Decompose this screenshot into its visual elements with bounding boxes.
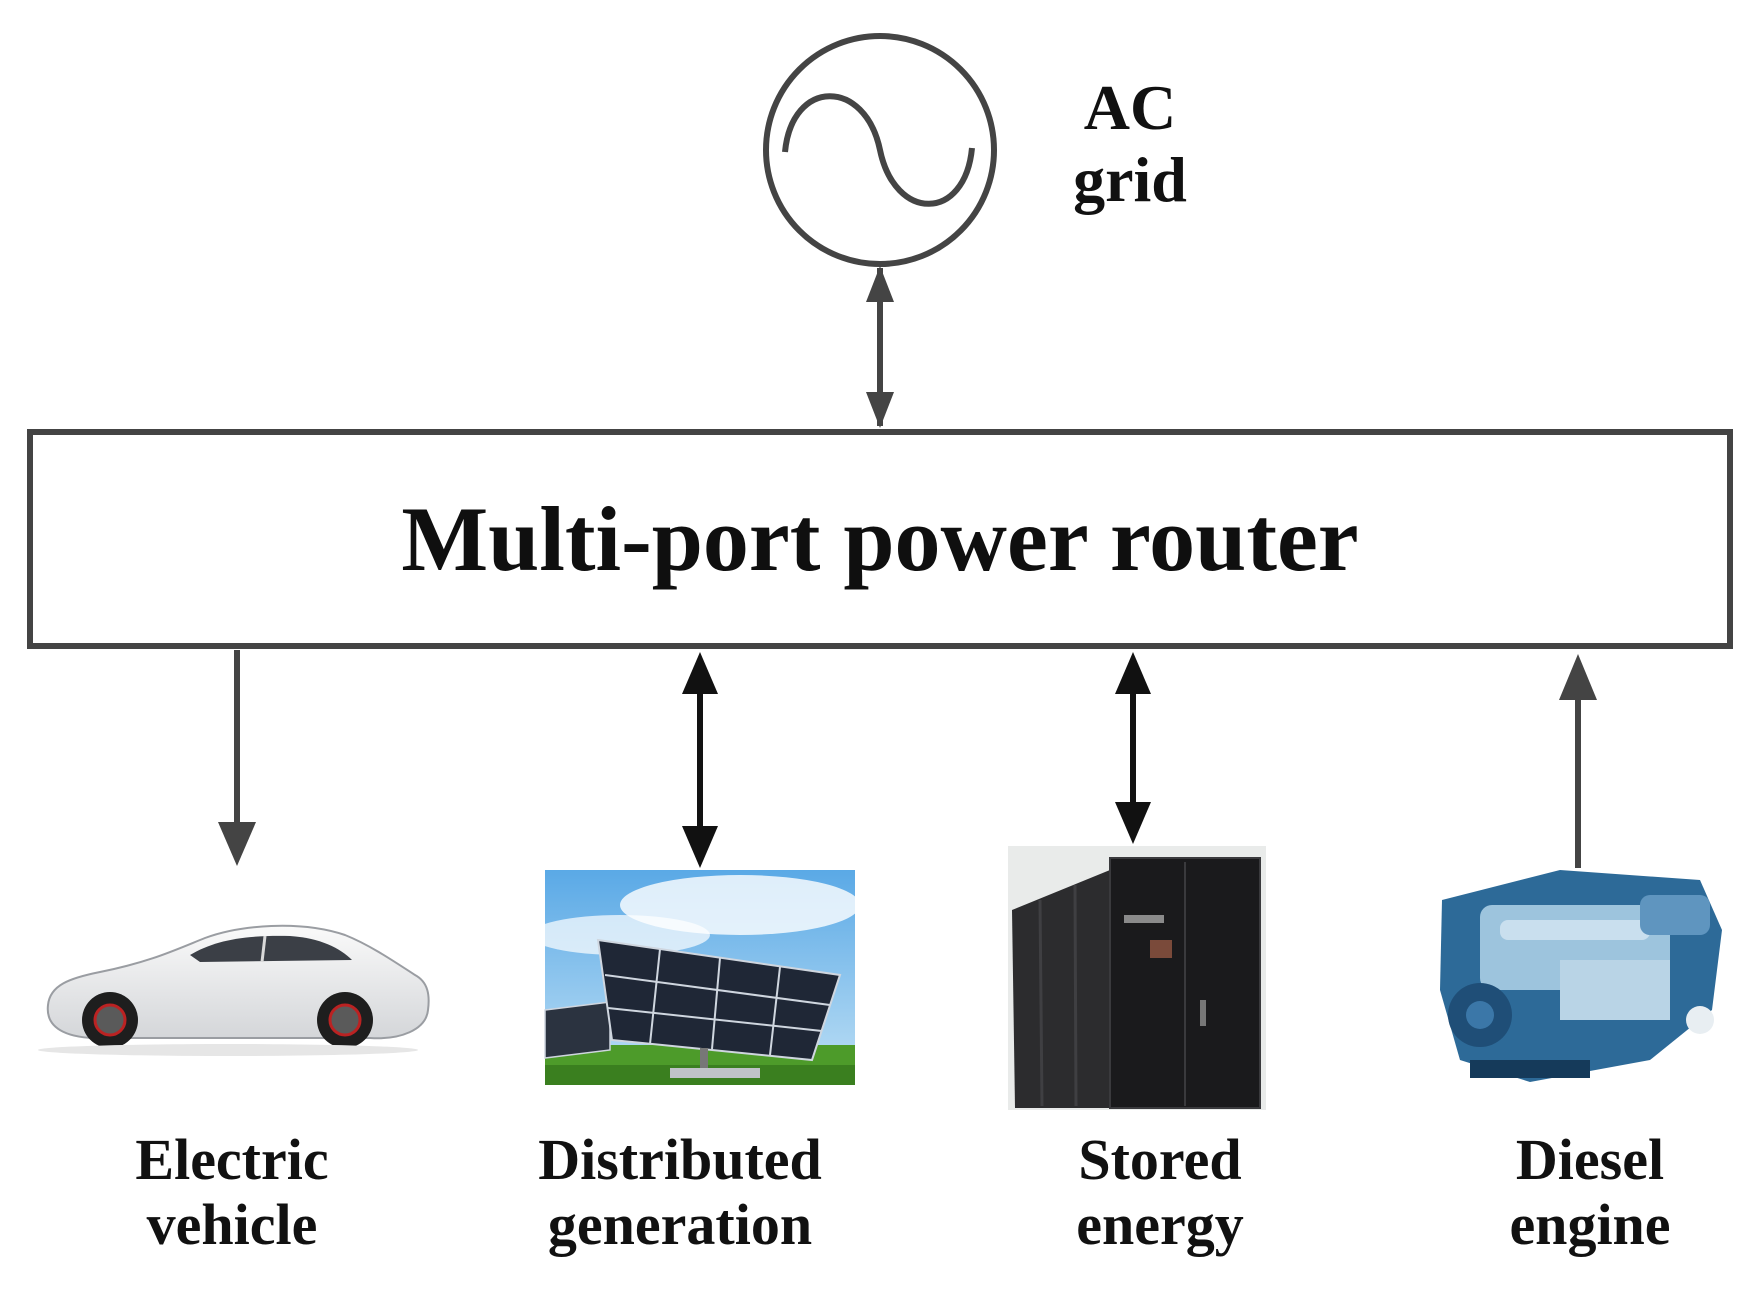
port-label-line2: generation [547, 1191, 813, 1257]
port-label-line1: Stored [1078, 1127, 1242, 1192]
port-label-line1: Distributed [538, 1127, 822, 1192]
port-label-diesel-engine: Diesel engine [1440, 1127, 1740, 1258]
router-box [27, 429, 1733, 649]
battery-cabinet-icon [1008, 846, 1266, 1110]
port-label-line1: Diesel [1515, 1127, 1665, 1192]
ac-grid-label-line1: AC [1083, 72, 1177, 143]
dg-arrow [682, 652, 718, 868]
solar-panel-icon [530, 870, 860, 1085]
port-label-line2: energy [1076, 1191, 1244, 1257]
port-label-stored-energy: Stored energy [1010, 1127, 1310, 1258]
ac-grid-label-line2: grid [1073, 143, 1187, 215]
ev-arrow [218, 650, 256, 866]
port-label-line2: vehicle [146, 1191, 318, 1257]
router-title: Multi-port power router [401, 488, 1359, 590]
diesel-arrow [1559, 654, 1597, 868]
electric-car-icon [38, 924, 430, 1056]
port-label-distributed-generation: Distributed generation [500, 1127, 860, 1258]
port-label-line1: Electric [135, 1127, 329, 1192]
grid-router-arrow [866, 266, 894, 428]
port-label-electric-vehicle: Electric vehicle [82, 1127, 382, 1258]
port-label-line2: engine [1509, 1191, 1671, 1257]
ac-grid-label: AC grid [1045, 72, 1215, 215]
diesel-engine-icon [1440, 870, 1722, 1082]
storage-arrow [1115, 652, 1151, 844]
ac-source-icon [763, 33, 997, 267]
